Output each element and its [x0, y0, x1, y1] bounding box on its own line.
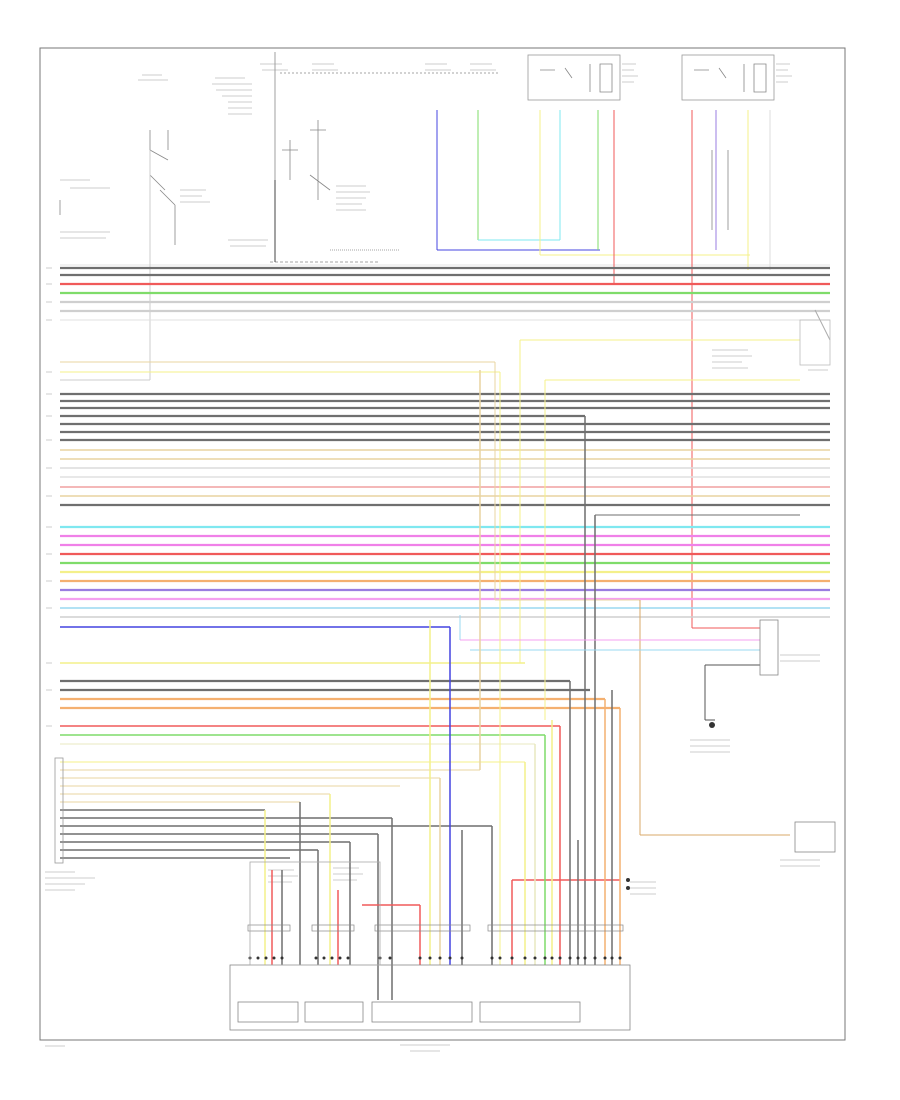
vertical-drops-top: [149, 110, 771, 628]
module-block-1: [237, 1001, 299, 1023]
left-side-module: [54, 757, 64, 864]
module-block-4: [479, 1001, 581, 1023]
diagram-frame: [39, 47, 846, 1041]
left-lower-bracket: [249, 861, 381, 966]
left-pin-marks: [46, 267, 52, 727]
bottom-drops: [264, 370, 621, 1000]
right-risers: [459, 309, 831, 890]
relay-box-right: [681, 54, 775, 101]
module-box-right-mid: [759, 619, 779, 676]
battery-module-frame: [229, 964, 631, 1031]
module-block-2: [304, 1001, 364, 1023]
right-components: [709, 319, 836, 853]
module-block-3: [371, 1001, 473, 1023]
module-box-right-low: [794, 821, 836, 853]
connector-pins: [247, 878, 630, 960]
top-components: [59, 52, 830, 266]
battery-module: [54, 757, 631, 1031]
top-labels: [45, 63, 828, 1052]
horizontal-harness: [60, 266, 830, 859]
relay-box-left: [527, 54, 621, 101]
junction-right-top: [799, 319, 831, 366]
